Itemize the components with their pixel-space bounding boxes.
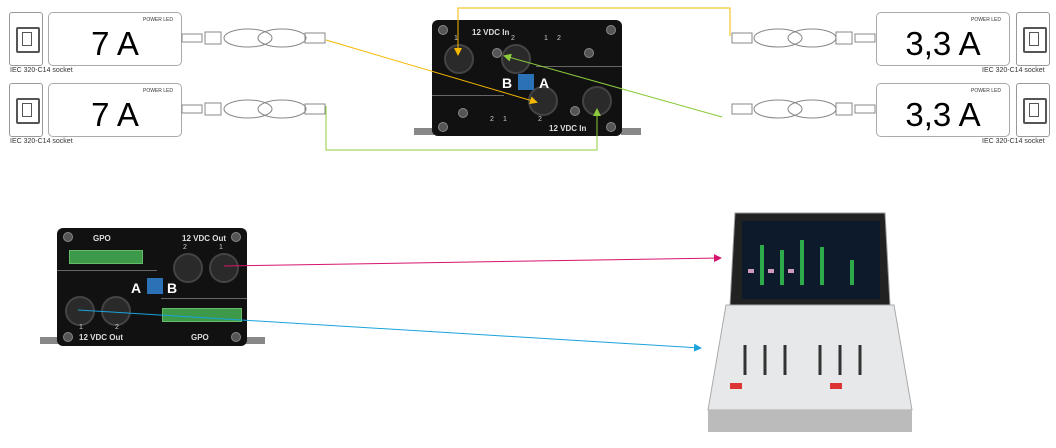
psu-cable: [181, 28, 326, 48]
lawo-logo: [518, 74, 534, 90]
psu-amps: 7 A: [91, 96, 139, 133]
led-number: 2: [557, 35, 561, 42]
iec-socket: [9, 83, 43, 137]
power-led-label: POWER LED: [142, 88, 173, 94]
port-number: 2: [183, 244, 187, 251]
mount-foot: [40, 337, 60, 344]
port-number: 1: [454, 35, 458, 42]
port-number: 2: [115, 324, 119, 331]
dc-out-bottom-label: 12 VDC Out: [79, 333, 124, 342]
power-output-box: GPO 12 VDC Out 2 1 A B 1 2 12 VDC Out GP…: [57, 228, 247, 346]
side-a-label: A: [131, 280, 142, 296]
port-number: 1: [79, 324, 83, 331]
port-number: 2: [511, 35, 515, 42]
psu-cable: [731, 28, 876, 48]
cyan-line-out-a: [77, 309, 702, 352]
power-led-label: POWER LED: [142, 17, 173, 23]
green-line-psu-left2: [325, 106, 601, 151]
led-number: 1: [544, 35, 548, 42]
side-a-label: A: [539, 75, 550, 91]
gpo-top-label: GPO: [93, 234, 111, 243]
power-led-label: POWER LED: [970, 17, 1001, 23]
led-number: 1: [503, 116, 507, 123]
power-led-label: POWER LED: [970, 88, 1001, 94]
green-line-psu-right2: [503, 53, 723, 118]
iec-socket: [1016, 83, 1050, 137]
mixing-console: [707, 212, 913, 432]
port-number: 1: [219, 244, 223, 251]
socket-caption: IEC 320-C14 socket: [10, 138, 73, 145]
mount-foot: [245, 337, 265, 344]
psu-cable: [181, 99, 326, 119]
socket-caption: IEC 320-C14 socket: [982, 138, 1045, 145]
psu-right-1: POWER LED 3,3 A: [876, 12, 1010, 66]
psu-amps: 3,3 A: [905, 25, 981, 62]
dc-out-connector-b2: [173, 253, 203, 283]
dc-out-connector-b1: [209, 253, 239, 283]
magenta-line-out-b: [223, 254, 722, 267]
dc-out-top-label: 12 VDC Out: [182, 234, 227, 243]
led-number: 2: [490, 116, 494, 123]
psu-cable: [731, 99, 876, 119]
socket-caption: IEC 320-C14 socket: [10, 67, 73, 74]
mount-foot: [621, 128, 641, 135]
iec-socket: [9, 12, 43, 66]
gpo-bottom-label: GPO: [191, 333, 209, 342]
yellow-line-psu-right1: [454, 7, 731, 56]
side-b-label: B: [167, 280, 178, 296]
power-input-box: 12 VDC In 1 2 1 2 B A 2 1 2 12 VDC In: [432, 20, 622, 136]
psu-amps: 7 A: [91, 25, 139, 62]
psu-amps: 3,3 A: [905, 96, 981, 133]
mount-foot: [414, 128, 434, 135]
input-bottom-label: 12 VDC In: [549, 124, 587, 133]
yellow-line-psu-left1: [325, 39, 538, 105]
input-top-label: 12 VDC In: [472, 28, 510, 37]
iec-socket: [1016, 12, 1050, 66]
psu-right-2: POWER LED 3,3 A: [876, 83, 1010, 137]
socket-caption: IEC 320-C14 socket: [982, 67, 1045, 74]
port-number: 2: [538, 116, 542, 123]
side-b-label: B: [502, 75, 513, 91]
gpo-connector-top: [69, 250, 143, 264]
lawo-logo: [147, 278, 163, 294]
